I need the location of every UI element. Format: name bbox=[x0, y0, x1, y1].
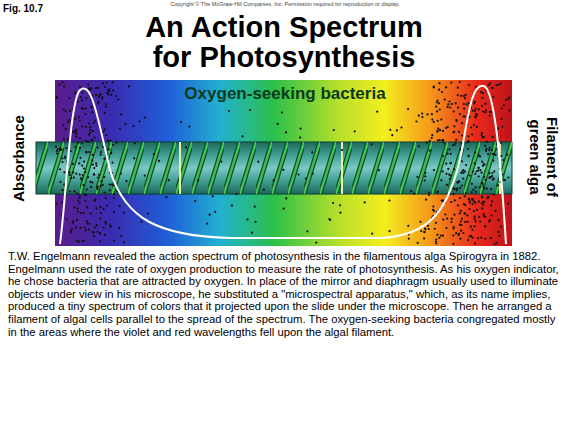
bacteria-label: Oxygen-seeking bacteria bbox=[140, 84, 430, 104]
absorbance-curve bbox=[60, 86, 506, 244]
diagram-title: An Action Spectrum for Photosynthesis bbox=[124, 12, 444, 72]
bacteria-dots bbox=[55, 81, 511, 245]
figure-number: Fig. 10.7 bbox=[3, 3, 43, 14]
copyright-notice: Copyright © The McGraw-Hill Companies, I… bbox=[130, 1, 440, 7]
algal-filament bbox=[36, 142, 512, 194]
filament-label: Filament of green alga bbox=[527, 97, 561, 217]
axis-label: Absorbance bbox=[10, 104, 27, 214]
caption-text: T.W. Engelmann revealed the action spect… bbox=[8, 250, 561, 338]
chloroplast-spiral bbox=[36, 142, 512, 194]
